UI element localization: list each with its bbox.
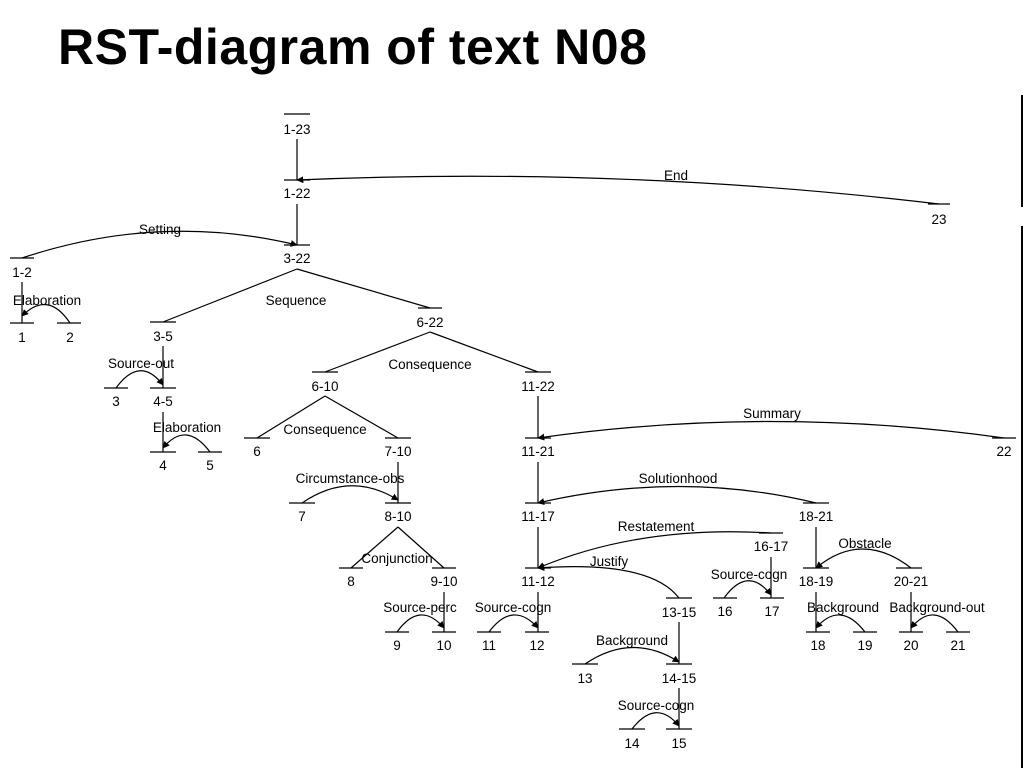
- node-3: 3: [112, 394, 120, 409]
- node-3-5: 3-5: [153, 329, 173, 344]
- node-11-12: 11-12: [521, 574, 555, 589]
- relation-conjunction: Conjunction: [361, 551, 432, 566]
- node-14-15: 14-15: [662, 671, 697, 686]
- node-1-2: 1-2: [12, 265, 32, 280]
- relation-background-out: Background-out: [889, 600, 985, 615]
- node-22: 22: [996, 444, 1011, 459]
- node-14: 14: [624, 736, 640, 751]
- relation-sequence: Sequence: [266, 293, 327, 308]
- node-1-23: 1-23: [283, 122, 310, 137]
- node-13: 13: [577, 671, 592, 686]
- relation-obstacle: Obstacle: [838, 536, 891, 551]
- node-21: 21: [950, 638, 965, 653]
- node-8: 8: [347, 574, 355, 589]
- node-9-10: 9-10: [430, 574, 457, 589]
- node-18-21: 18-21: [799, 509, 834, 524]
- node-19: 19: [857, 638, 872, 653]
- node-7: 7: [298, 509, 306, 524]
- node-15: 15: [671, 736, 686, 751]
- node-13-15: 13-15: [662, 605, 697, 620]
- relation-elaboration-1: Elaboration: [13, 293, 81, 308]
- relation-source-cogn-3: Source-cogn: [618, 698, 695, 713]
- node-11-22: 11-22: [521, 379, 555, 394]
- relation-source-cogn-1: Source-cogn: [475, 600, 552, 615]
- node-6-22: 6-22: [416, 315, 443, 330]
- relation-consequence-1: Consequence: [388, 357, 471, 372]
- node-6-10: 6-10: [311, 379, 338, 394]
- relation-solutionhood: Solutionhood: [639, 471, 718, 486]
- node-16-17: 16-17: [754, 539, 789, 554]
- relation-consequence-2: Consequence: [283, 422, 366, 437]
- relation-setting: Setting: [139, 222, 181, 237]
- node-12: 12: [529, 638, 544, 653]
- relation-background-2: Background: [807, 600, 879, 615]
- node-2: 2: [66, 330, 74, 345]
- node-20: 20: [903, 638, 918, 653]
- right-edge-rule-bottom: [1021, 226, 1023, 768]
- relation-elaboration-2: Elaboration: [153, 420, 221, 435]
- relation-source-cogn-2: Source-cogn: [711, 567, 788, 582]
- node-11-17: 11-17: [521, 509, 555, 524]
- node-18: 18: [810, 638, 825, 653]
- relation-background-1: Background: [596, 633, 668, 648]
- relation-summary: Summary: [743, 406, 801, 421]
- node-23: 23: [931, 212, 946, 227]
- node-11: 11: [482, 638, 496, 653]
- node-8-10: 8-10: [384, 509, 411, 524]
- node-1: 1: [18, 330, 26, 345]
- node-labels: 1-23 1-22 23 3-22 1-2 1 2 3-5 6-22 3 4-5…: [12, 122, 1011, 751]
- relation-justify: Justify: [590, 554, 629, 569]
- node-1-22: 1-22: [283, 186, 310, 201]
- relation-source-perc: Source-perc: [383, 600, 457, 615]
- page-title: RST-diagram of text N08: [58, 19, 648, 75]
- relation-restatement: Restatement: [618, 519, 695, 534]
- node-7-10: 7-10: [384, 444, 411, 459]
- node-6: 6: [253, 444, 261, 459]
- right-edge-rule-top: [1021, 95, 1023, 207]
- relation-source-out: Source-out: [108, 356, 174, 371]
- node-3-22: 3-22: [283, 251, 310, 266]
- node-10: 10: [436, 638, 451, 653]
- node-20-21: 20-21: [894, 574, 929, 589]
- relation-circumstance-obs: Circumstance-obs: [296, 471, 405, 486]
- node-18-19: 18-19: [799, 574, 834, 589]
- node-16: 16: [717, 604, 732, 619]
- node-17: 17: [764, 604, 779, 619]
- node-11-21: 11-21: [521, 444, 555, 459]
- node-9: 9: [393, 638, 401, 653]
- node-4: 4: [159, 458, 167, 473]
- node-4-5: 4-5: [153, 394, 173, 409]
- relation-end: End: [664, 168, 688, 183]
- node-5: 5: [206, 458, 214, 473]
- relation-arcs: [21, 175, 1005, 730]
- relation-labels: End Setting Elaboration Sequence Source-…: [13, 168, 985, 713]
